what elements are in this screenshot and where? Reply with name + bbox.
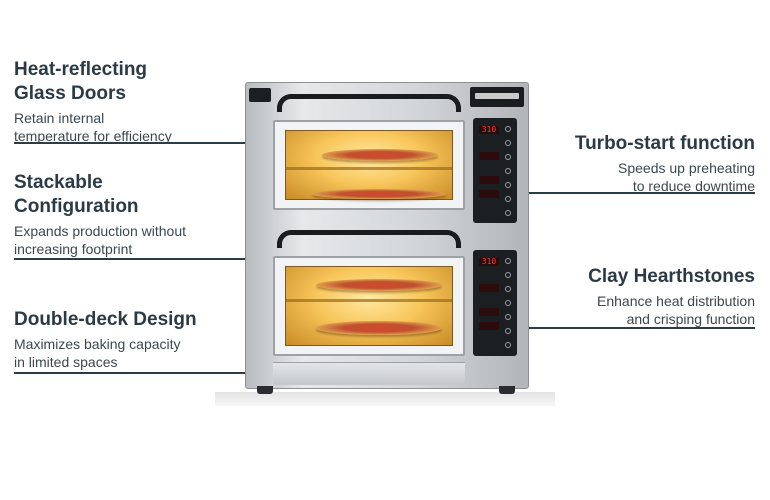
feature-description: Maximizes baking capacity in limited spa… (14, 336, 181, 370)
pizza (322, 149, 438, 161)
control-button (505, 328, 511, 334)
door-handle-top (277, 94, 461, 112)
pizza (316, 279, 442, 291)
control-button (505, 286, 511, 292)
feature-description: Speeds up preheating to reduce downtime (618, 160, 755, 194)
control-button (505, 342, 511, 348)
feature-title: Clay Hearthstones (588, 266, 755, 287)
oven-shelf (286, 299, 452, 302)
control-button (505, 140, 511, 146)
feature-title: Heat-reflecting Glass Doors (14, 59, 148, 104)
control-button (505, 154, 511, 160)
control-button (505, 196, 511, 202)
oven-shelf (286, 167, 452, 170)
control-button (505, 272, 511, 278)
led-indicator (479, 322, 499, 330)
pizza (312, 189, 446, 199)
leader-line (14, 372, 298, 374)
led-indicator (479, 152, 499, 160)
feature-title: Double-deck Design (14, 309, 197, 330)
oven-window-bottom (285, 266, 453, 346)
control-button (505, 300, 511, 306)
leader-line (14, 258, 298, 260)
temperature-display: 310 (479, 258, 499, 266)
feature-glass-doors: Heat-reflecting Glass Doors Retain inter… (14, 58, 172, 145)
leader-line (14, 142, 298, 144)
leader-line (471, 327, 755, 329)
brand-badge (249, 88, 271, 102)
control-button (505, 314, 511, 320)
control-panel-bottom: 310 (473, 250, 517, 356)
oven-foot (257, 386, 273, 394)
led-indicator (479, 308, 499, 316)
led-indicator (479, 176, 499, 184)
door-handle-bottom (277, 230, 461, 248)
control-button (505, 182, 511, 188)
led-indicator (479, 284, 499, 292)
feature-hearthstones: Clay Hearthstones Enhance heat distribut… (588, 265, 755, 328)
temperature-display: 310 (479, 126, 499, 134)
feature-description: Expands production without increasing fo… (14, 223, 186, 257)
brand-logo-plate (470, 87, 524, 107)
feature-turbo-start: Turbo-start function Speeds up preheatin… (575, 132, 755, 195)
feature-description: Enhance heat distribution and crisping f… (597, 293, 755, 327)
feature-title: Stackable Configuration (14, 172, 139, 217)
control-button (505, 210, 511, 216)
control-button (505, 168, 511, 174)
oven-door-top (273, 120, 465, 210)
feature-description: Retain internal temperature for efficien… (14, 110, 172, 144)
oven-window-top (285, 130, 453, 200)
control-button (505, 258, 511, 264)
oven-door-bottom (273, 256, 465, 356)
pizza-oven-image: 310 310 (217, 80, 554, 405)
pizza (316, 321, 442, 335)
feature-stackable: Stackable Configuration Expands producti… (14, 171, 186, 258)
oven-base (273, 362, 465, 385)
control-button (505, 126, 511, 132)
feature-title: Turbo-start function (574, 133, 755, 154)
led-indicator (479, 190, 499, 198)
leader-line (510, 192, 755, 194)
feature-double-deck: Double-deck Design Maximizes baking capa… (14, 308, 197, 371)
floor-shadow (215, 392, 555, 406)
control-panel-top: 310 (473, 118, 517, 223)
oven-foot (499, 386, 515, 394)
